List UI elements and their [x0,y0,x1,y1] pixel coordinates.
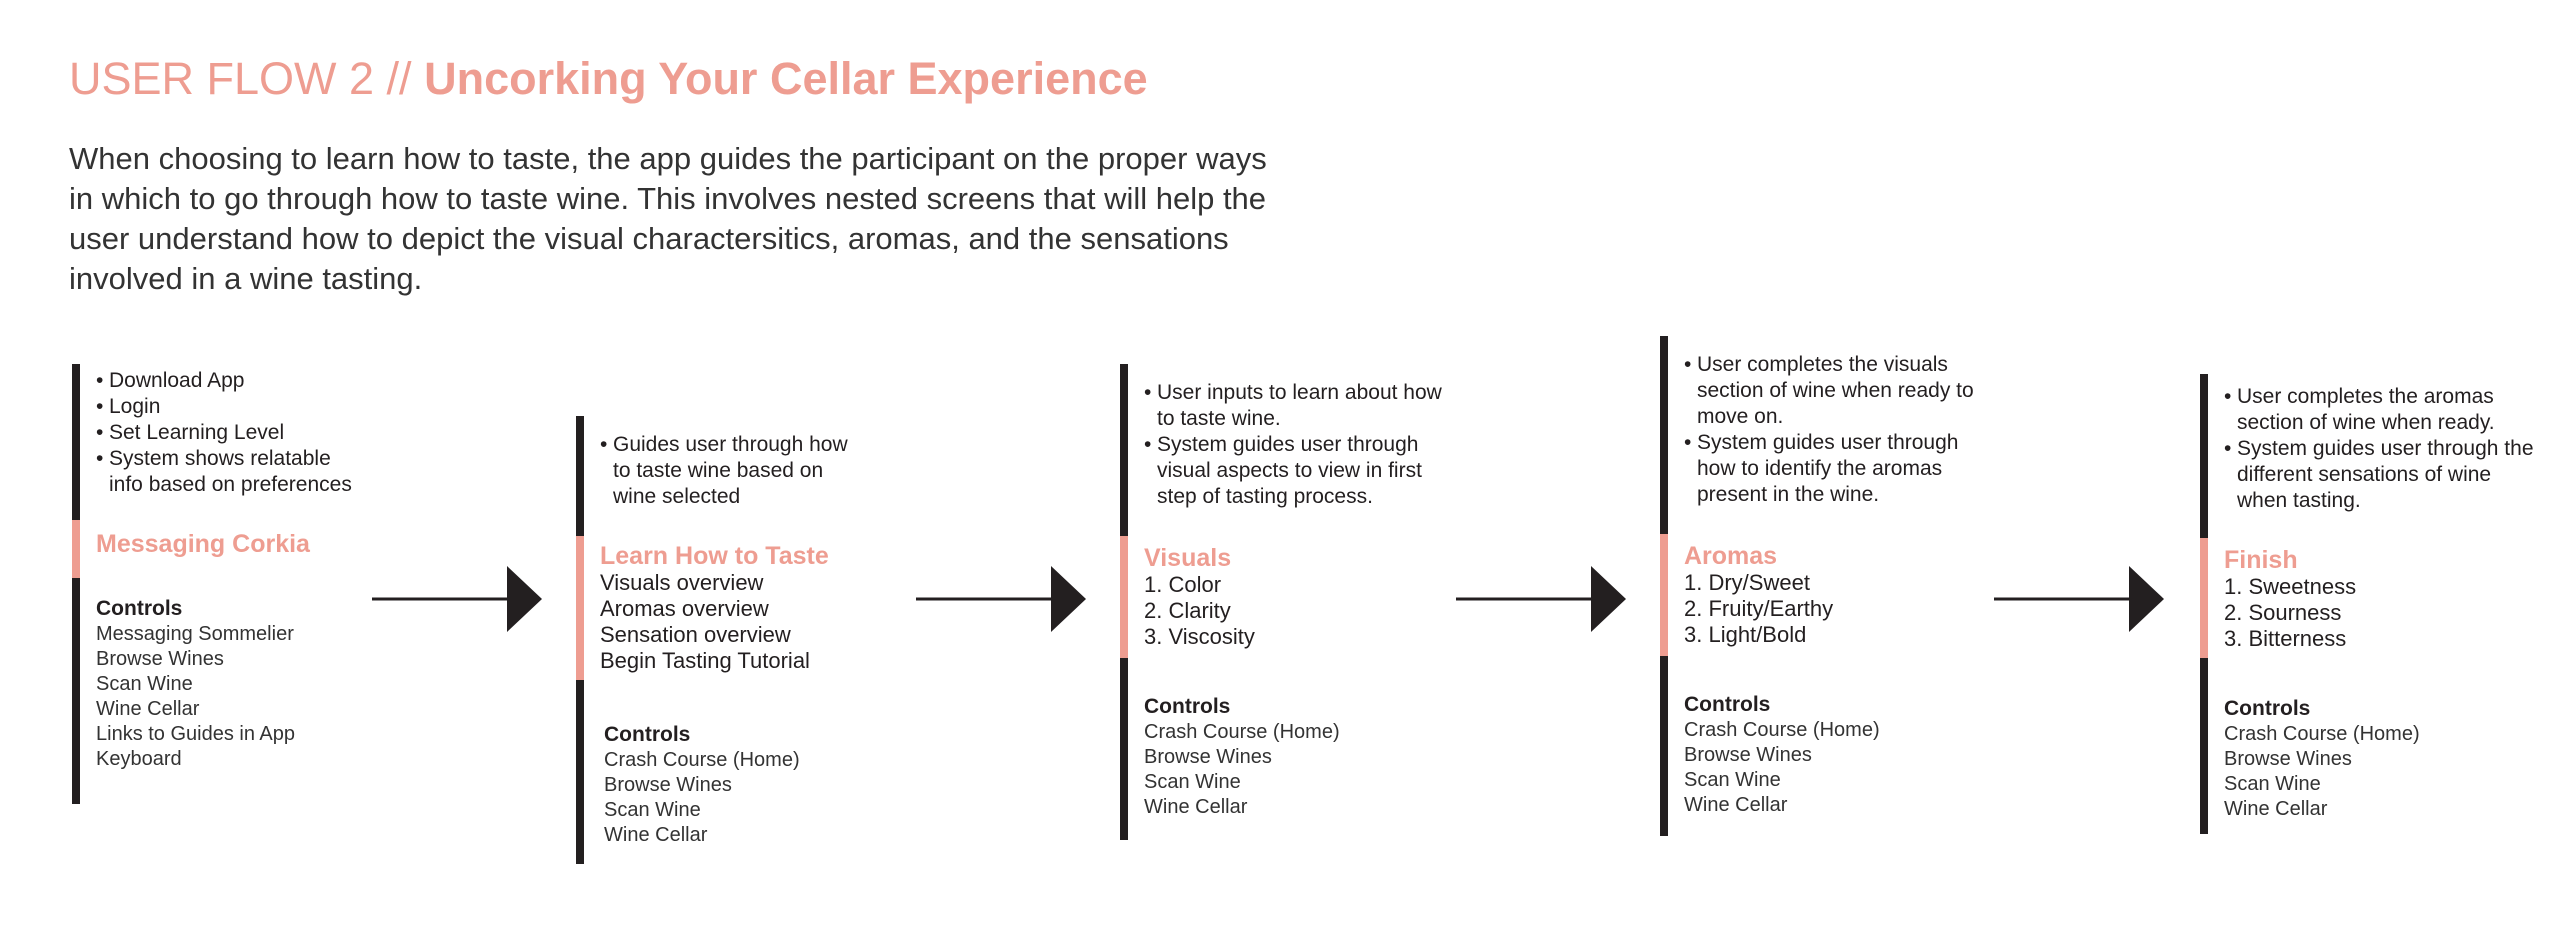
step-bullets: Guides user through how to taste wine ba… [600,432,870,510]
control-item: Browse Wines [604,774,732,796]
control-item: Browse Wines [2224,748,2352,770]
step-bar-accent [576,536,584,680]
bullet-item: Download App [96,368,366,394]
list-item: 2. Fruity/Earthy [1684,596,1834,621]
step-bar-top [1120,364,1128,536]
title-prefix: USER FLOW 2 // [69,53,412,104]
step-bar-accent [2200,538,2208,658]
bullet-item: Guides user through how to taste wine ba… [600,432,870,510]
list-item: Aromas overview [600,596,769,621]
step-bullets: User completes the aromas section of win… [2224,384,2534,514]
control-item: Wine Cellar [604,824,708,846]
list-item: 2. Sourness [2224,600,2342,625]
step-name: Learn How to Taste [600,542,829,570]
bullet-item: System guides user through the different… [2224,436,2534,514]
step-bar-top [576,416,584,536]
step-bullets: User completes the visuals section of wi… [1684,352,1984,508]
control-item: Scan Wine [1684,769,1781,791]
controls-heading: Controls [1684,693,1771,716]
step-bar-bottom [72,578,80,804]
bullet-item: User completes the aromas section of win… [2224,384,2534,436]
control-item: Crash Course (Home) [1144,721,1340,743]
step-items: 1. Sweetness 2. Sourness 3. Bitterness [2224,574,2356,652]
list-item: Visuals overview [600,570,764,595]
list-item: 1. Dry/Sweet [1684,570,1810,595]
step-bar-top [72,364,80,520]
step-bar-bottom [1660,656,1668,836]
control-item: Browse Wines [1684,744,1812,766]
list-item: Sensation overview [600,622,791,647]
controls-list: Crash Course (Home) Browse Wines Scan Wi… [2224,722,2420,822]
list-item: Begin Tasting Tutorial [600,648,810,673]
control-item: Scan Wine [604,799,701,821]
flow-step-aromas: User completes the visuals section of wi… [1660,336,1990,836]
bullet-item: System shows relatable info based on pre… [96,446,366,498]
arrow-right-icon [1456,566,1626,632]
step-items: Visuals overview Aromas overview Sensati… [600,570,810,674]
controls-list: Crash Course (Home) Browse Wines Scan Wi… [1684,718,1880,818]
control-item: Links to Guides in App [96,723,296,745]
step-bar-accent [1120,536,1128,658]
controls-heading: Controls [96,597,183,620]
step-items: 1. Dry/Sweet 2. Fruity/Earthy 3. Light/B… [1684,570,1833,648]
bullet-item: User completes the visuals section of wi… [1684,352,1984,430]
control-item: Browse Wines [1144,746,1272,768]
bullet-item: User inputs to learn about how to taste … [1144,380,1444,432]
control-item: Messaging Sommelier [96,623,294,645]
list-item: 1. Sweetness [2224,574,2357,599]
step-bullets: Download App Login Set Learning Level Sy… [96,368,366,498]
step-name: Finish [2224,546,2298,574]
bullet-item: System guides user through visual aspect… [1144,432,1444,510]
list-item: 3. Viscosity [1144,624,1255,649]
control-item: Wine Cellar [96,698,200,720]
list-item: 3. Bitterness [2224,626,2347,651]
control-item: Scan Wine [96,673,193,695]
page-title: USER FLOW 2 // Uncorking Your Cellar Exp… [69,52,1148,106]
step-bar-bottom [576,680,584,864]
controls-list: Crash Course (Home) Browse Wines Scan Wi… [1144,720,1340,820]
arrow-right-icon [372,566,542,632]
flow-step-finish: User completes the aromas section of win… [2200,374,2540,834]
controls-heading: Controls [2224,697,2311,720]
control-item: Browse Wines [96,648,224,670]
step-name: Messaging Corkia [96,530,310,558]
flow-step-messaging-corkia: Download App Login Set Learning Level Sy… [72,364,372,804]
control-item: Wine Cellar [1684,794,1788,816]
step-bullets: User inputs to learn about how to taste … [1144,380,1444,510]
title-main: Uncorking Your Cellar Experience [424,53,1148,104]
arrow-right-icon [1994,566,2164,632]
arrow-right-icon [916,566,1086,632]
control-item: Crash Course (Home) [2224,723,2420,745]
control-item: Wine Cellar [1144,796,1248,818]
flow-step-visuals: User inputs to learn about how to taste … [1120,364,1450,840]
step-name: Visuals [1144,544,1232,572]
flow-description: When choosing to learn how to taste, the… [69,141,1267,296]
controls-heading: Controls [604,723,691,746]
bullet-item: Login [96,394,366,420]
step-bar-accent [72,520,80,578]
step-bar-top [1660,336,1668,534]
bullet-item: System guides user through how to identi… [1684,430,1984,508]
step-name: Aromas [1684,542,1778,570]
controls-list: Messaging Sommelier Browse Wines Scan Wi… [96,622,295,772]
controls-heading: Controls [1144,695,1231,718]
step-bar-bottom [1120,658,1128,840]
step-bar-top [2200,374,2208,538]
control-item: Scan Wine [1144,771,1241,793]
flow-step-learn-how-to-taste: Guides user through how to taste wine ba… [576,416,876,864]
control-item: Crash Course (Home) [1684,719,1880,741]
step-items: 1. Color 2. Clarity 3. Viscosity [1144,572,1255,650]
controls-list: Crash Course (Home) Browse Wines Scan Wi… [604,748,800,848]
list-item: 3. Light/Bold [1684,622,1807,647]
control-item: Crash Course (Home) [604,749,800,771]
step-bar-bottom [2200,658,2208,834]
control-item: Keyboard [96,748,182,770]
list-item: 1. Color [1144,572,1222,597]
control-item: Scan Wine [2224,773,2321,795]
step-bar-accent [1660,534,1668,656]
list-item: 2. Clarity [1144,598,1231,623]
bullet-item: Set Learning Level [96,420,366,446]
control-item: Wine Cellar [2224,798,2328,820]
